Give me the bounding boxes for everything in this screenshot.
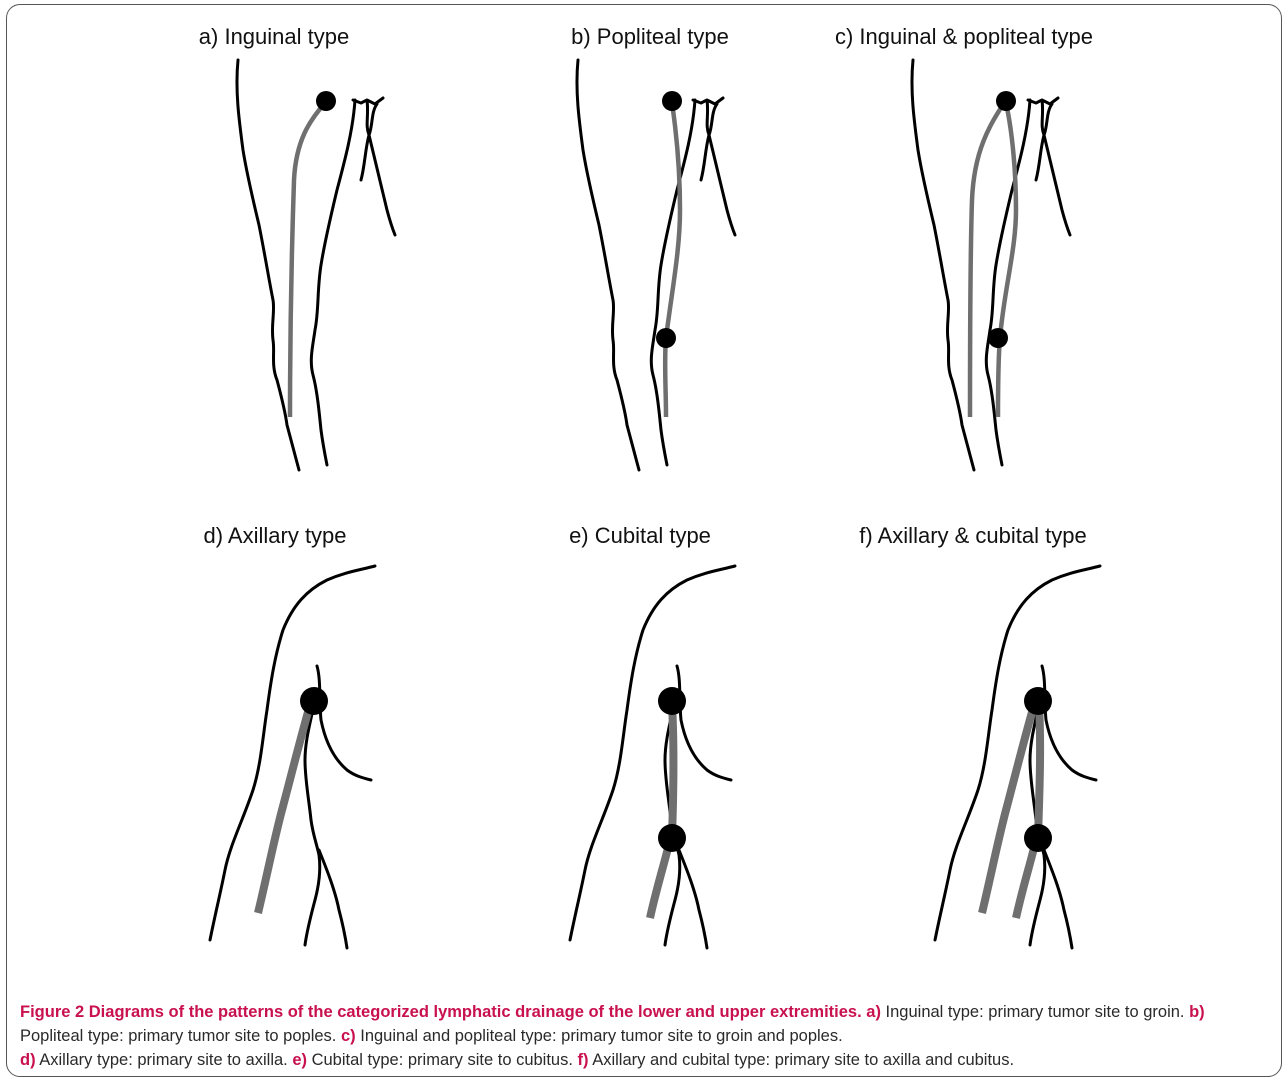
lymphatic-vessel [998, 103, 1016, 417]
panel-e-diagram [570, 566, 735, 948]
panel-b-diagram [577, 60, 735, 470]
figure-caption: Figure 2 Diagrams of the patterns of the… [20, 1000, 1270, 1072]
panel-a-diagram [237, 60, 395, 470]
lymphatic-vessel [650, 840, 670, 918]
caption-text-d: Axillary type: primary site to axilla. [36, 1051, 293, 1069]
panel-c-title: c) Inguinal & popliteal type [835, 24, 1093, 49]
caption-text-a: Inguinal type: primary tumor site to gro… [881, 1003, 1189, 1021]
panel-f-diagram [935, 566, 1100, 948]
cubital-node [1024, 824, 1052, 852]
leg-outline [577, 60, 735, 470]
popliteal-node [988, 328, 1008, 348]
caption-text-f: Axillary and cubital type: primary site … [589, 1051, 1015, 1069]
panel-e-title: e) Cubital type [569, 523, 711, 548]
lymphatic-vessel [1016, 840, 1036, 918]
caption-tag-a: a) [866, 1003, 881, 1021]
axillary-node [1024, 687, 1052, 715]
leg-outline [237, 60, 395, 470]
cubital-node [658, 824, 686, 852]
caption-tag-d: d) [20, 1051, 36, 1069]
panel-a-title: a) Inguinal type [199, 24, 349, 49]
inguinal-node [996, 91, 1016, 111]
diagram-canvas: a) Inguinal type b) Popliteal type c) In… [0, 0, 1287, 1000]
panel-c-diagram [912, 60, 1070, 470]
primary-site-node [658, 687, 686, 715]
primary-site-node [662, 91, 682, 111]
caption-text-e: Cubital type: primary site to cubitus. [307, 1051, 578, 1069]
panel-d-title: d) Axillary type [203, 523, 346, 548]
caption-tag-c: c) [341, 1027, 356, 1045]
caption-lead: Figure 2 Diagrams of the patterns of the… [20, 1003, 862, 1021]
lymphatic-vessel [258, 705, 310, 913]
inguinal-node [316, 91, 336, 111]
panel-f-title: f) Axillary & cubital type [859, 523, 1086, 548]
caption-tag-b: b) [1189, 1003, 1205, 1021]
panel-d-diagram [210, 566, 375, 948]
panel-b-title: b) Popliteal type [571, 24, 729, 49]
lymphatic-vessel [1038, 705, 1040, 836]
lymphatic-vessel [290, 103, 325, 417]
popliteal-node [656, 328, 676, 348]
axillary-node [300, 687, 328, 715]
caption-text-b: Popliteal type: primary tumor site to po… [20, 1027, 341, 1045]
caption-text-c: Inguinal and popliteal type: primary tum… [356, 1027, 843, 1045]
lymphatic-vessel [665, 103, 680, 417]
caption-tag-f: f) [578, 1051, 589, 1069]
caption-tag-e: e) [292, 1051, 307, 1069]
lymphatic-vessel [672, 705, 674, 836]
